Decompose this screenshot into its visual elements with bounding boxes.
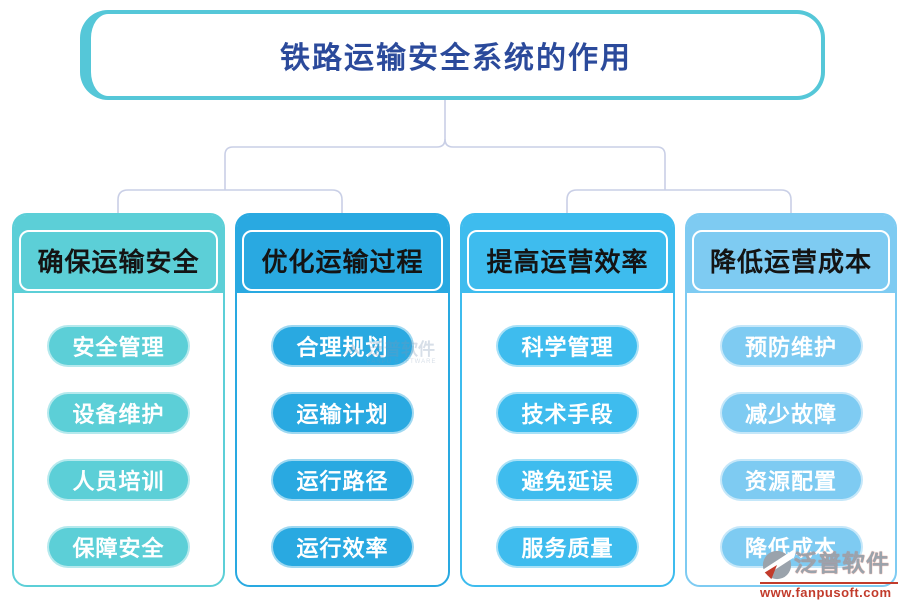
item-pill: 设备维护 — [47, 392, 190, 434]
item-list: 合理规划 运输计划 运行路径 运行效率 — [237, 325, 448, 568]
corner-watermark: 泛普软件 www.fanpusoft.com — [760, 549, 898, 600]
item-pill: 安全管理 — [47, 325, 190, 367]
item-pill: 保障安全 — [47, 526, 190, 568]
column-header-label: 确保运输安全 — [37, 247, 200, 277]
item-list: 安全管理 设备维护 人员培训 保障安全 — [14, 325, 223, 568]
fanpu-logo-icon — [760, 550, 794, 580]
item-pill: 减少故障 — [719, 392, 863, 434]
item-pill: 避免延误 — [496, 459, 639, 501]
item-pill: 资源配置 — [719, 459, 863, 501]
column-header: 降低运营成本 — [692, 230, 890, 291]
title-box: 铁路运输安全系统的作用 — [80, 10, 825, 100]
item-pill: 人员培训 — [47, 459, 190, 501]
column-header-label: 提高运营效率 — [486, 247, 649, 277]
column-header: 优化运输过程 — [242, 230, 443, 291]
item-pill: 合理规划 — [271, 325, 414, 367]
item-pill: 运行效率 — [271, 526, 414, 568]
column-header-label: 降低运营成本 — [709, 247, 872, 277]
corner-watermark-url: www.fanpusoft.com — [760, 582, 898, 600]
column-card-optimize-process: 优化运输过程 合理规划 运输计划 运行路径 运行效率 — [235, 213, 450, 587]
column-header-label: 优化运输过程 — [261, 247, 424, 277]
column-card-ensure-safety: 确保运输安全 安全管理 设备维护 人员培训 保障安全 — [12, 213, 225, 587]
item-list: 预防维护 减少故障 资源配置 降低成本 — [687, 325, 895, 568]
item-list: 科学管理 技术手段 避免延误 服务质量 — [462, 325, 673, 568]
item-pill: 运行路径 — [271, 459, 414, 501]
item-pill: 科学管理 — [496, 325, 639, 367]
column-header: 提高运营效率 — [467, 230, 668, 291]
column-header: 确保运输安全 — [19, 230, 218, 291]
column-card-reduce-cost: 降低运营成本 预防维护 减少故障 资源配置 降低成本 — [685, 213, 897, 587]
column-card-improve-efficiency: 提高运营效率 科学管理 技术手段 避免延误 服务质量 — [460, 213, 675, 587]
item-pill: 技术手段 — [496, 392, 639, 434]
item-pill: 运输计划 — [271, 392, 414, 434]
item-pill: 预防维护 — [719, 325, 863, 367]
corner-watermark-brand: 泛普软件 — [794, 550, 890, 576]
page-title: 铁路运输安全系统的作用 — [280, 42, 632, 75]
item-pill: 服务质量 — [496, 526, 639, 568]
